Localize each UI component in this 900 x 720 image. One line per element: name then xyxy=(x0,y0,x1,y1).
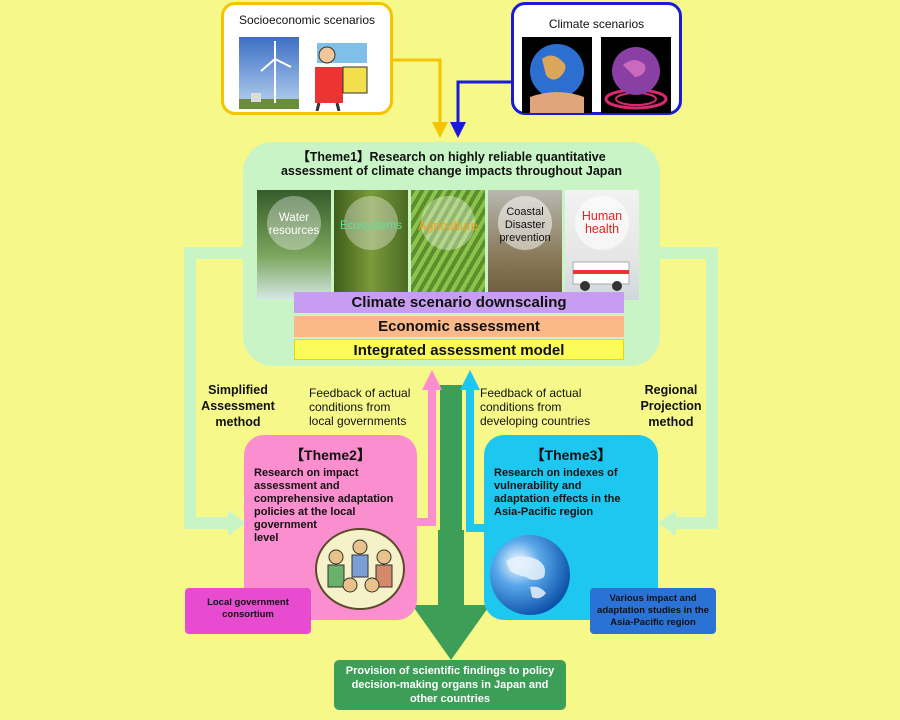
socioeconomic-scenarios-title: Socioeconomic scenarios xyxy=(238,13,376,27)
simplified-assessment-label: Simplified Assessment method xyxy=(201,383,275,429)
ecosystems-photo: Ecosystems xyxy=(334,190,408,300)
feedback-developing-label: Feedback of actual conditions from devel… xyxy=(480,386,591,428)
asia-pacific-studies-box: Various impact and adaptation studies in… xyxy=(590,588,716,634)
climate-scenarios-title: Climate scenarios xyxy=(548,17,645,31)
sector-label-coastal: Coastal xyxy=(506,206,544,218)
socioeconomic-arrow xyxy=(392,58,442,125)
sector-label-water: Water xyxy=(278,212,310,224)
worker-illustration xyxy=(315,43,368,111)
agriculture-photo: Agriculture xyxy=(411,190,485,300)
theme2-body: Research on impact assessment and compre… xyxy=(254,467,394,544)
water-resources-photo: Water resources xyxy=(257,190,331,300)
feedback-local-label: Feedback of actual conditions from local… xyxy=(309,386,411,428)
climate-arrow xyxy=(456,80,512,125)
downscaling-bar: Climate scenario downscaling xyxy=(294,292,624,313)
human-health-photo: Human health xyxy=(565,190,639,300)
earth-in-hands-image xyxy=(522,37,592,113)
community-meeting-illustration xyxy=(315,528,405,610)
ambulance-icon xyxy=(572,261,630,291)
climate-scenarios-box: Climate scenarios xyxy=(511,2,682,115)
theme3-panel: 【Theme3】 Research on indexes of vulnerab… xyxy=(484,435,658,620)
regional-projection-label: Regional Projection method xyxy=(640,383,702,429)
economic-assessment-bar: Economic assessment xyxy=(294,316,624,337)
sector-label-agriculture: Agriculture xyxy=(418,219,478,233)
integrated-assessment-bar: Integrated assessment model xyxy=(294,339,624,360)
red-earth-image xyxy=(601,37,671,113)
theme2-panel: 【Theme2】 Research on impact assessment a… xyxy=(244,435,417,620)
sector-label-ecosystems: Ecosystems xyxy=(340,220,402,232)
provision-findings-box: Provision of scientific findings to poli… xyxy=(334,660,566,710)
coastal-photo: Coastal Disaster prevention xyxy=(488,190,562,300)
local-government-consortium-box: Local government consortium xyxy=(185,588,311,634)
theme2-title: 【Theme2】 xyxy=(290,447,371,463)
regional-method-arrow xyxy=(660,247,718,529)
provision-arrow xyxy=(412,530,490,660)
sector-label-human-health: Human xyxy=(581,209,623,223)
feedback-local-arrow xyxy=(417,385,436,526)
theme3-body: Research on indexes of vulnerability and… xyxy=(494,467,621,518)
socioeconomic-scenarios-box: Socioeconomic scenarios xyxy=(221,2,393,115)
globe-icon xyxy=(490,535,570,615)
feedback-dev-arrow xyxy=(466,385,484,532)
theme1-title: 【Theme1】Research on highly reliable quan… xyxy=(280,150,623,178)
wind-turbine-image xyxy=(239,37,299,109)
theme3-title: 【Theme3】 xyxy=(530,447,612,463)
simplified-method-arrow xyxy=(184,247,243,529)
